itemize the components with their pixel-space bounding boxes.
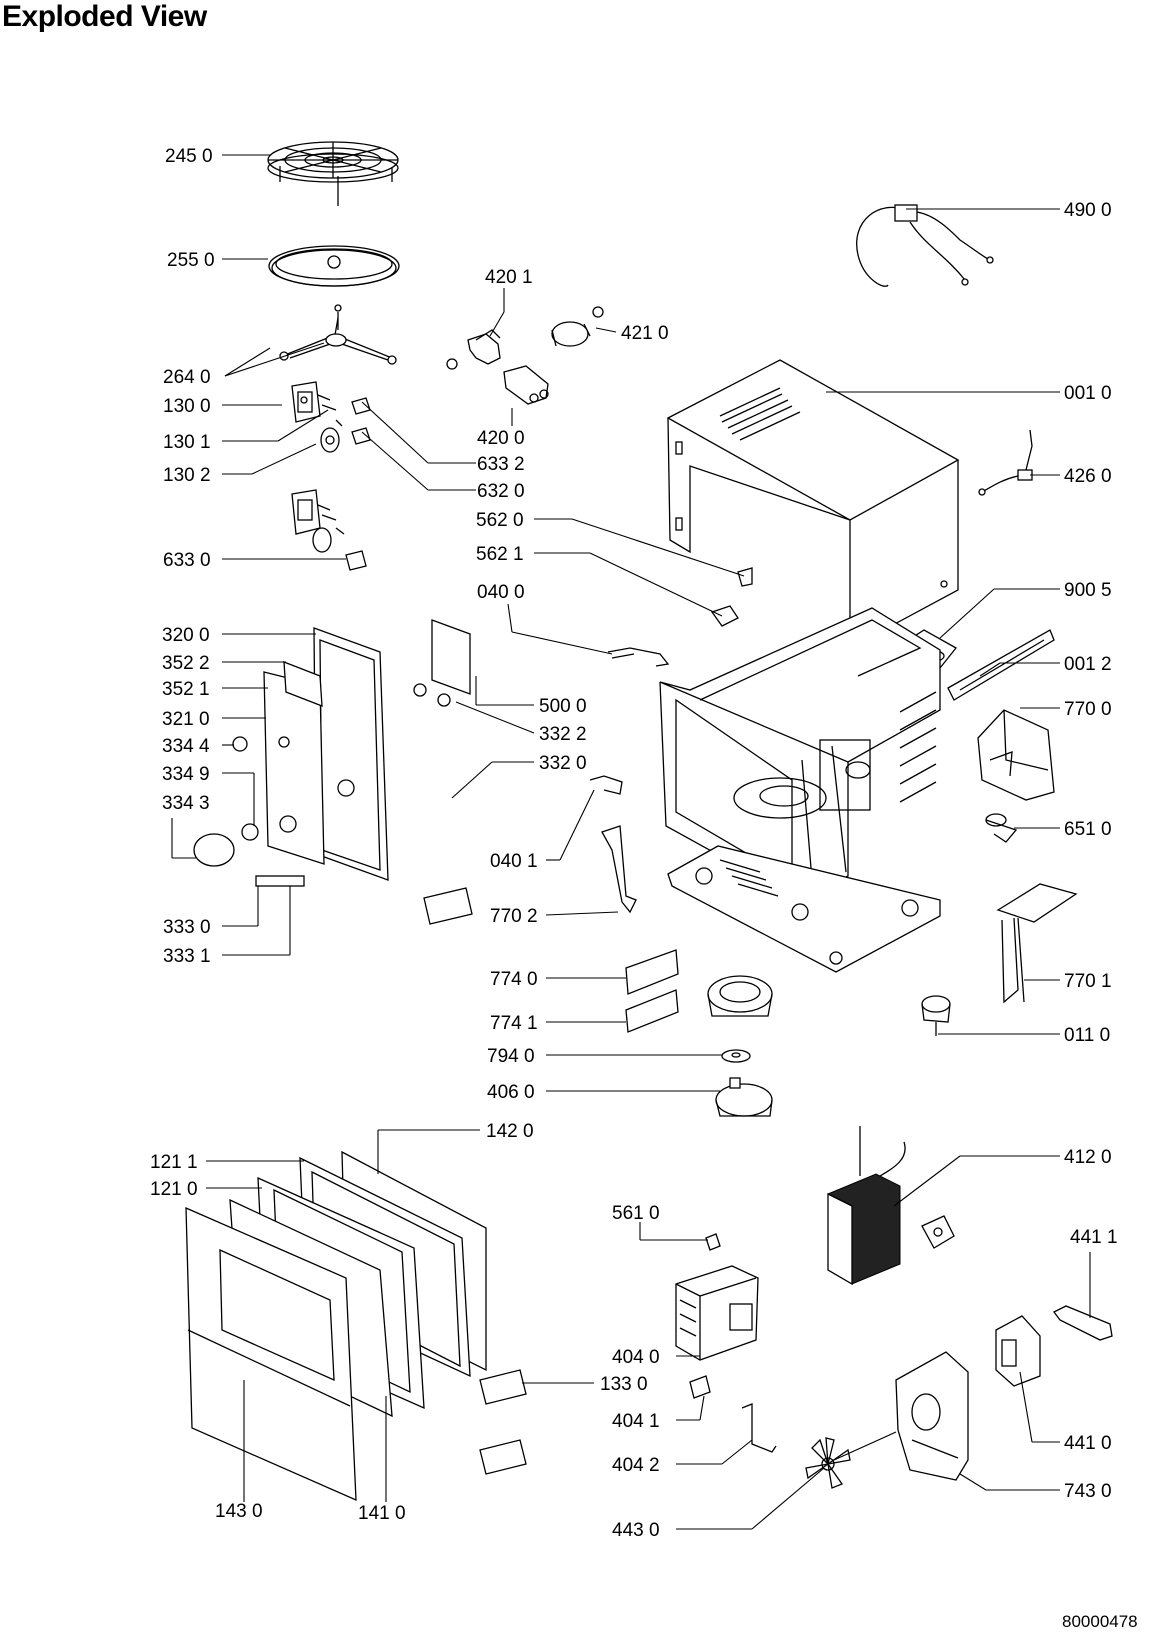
turntable-motor <box>921 995 951 1036</box>
label-562-1: 562 1 <box>476 544 524 565</box>
label-040-1: 040 1 <box>490 851 538 872</box>
label-633-0: 633 0 <box>163 550 211 571</box>
label-334-3: 334 3 <box>162 793 210 814</box>
label-245-0: 245 0 <box>165 146 213 167</box>
label-321-0: 321 0 <box>162 709 210 730</box>
label-633-2: 633 2 <box>477 454 525 475</box>
label-130-0: 130 0 <box>163 396 211 417</box>
label-743-0: 743 0 <box>1064 1481 1112 1502</box>
hv-diode <box>551 306 604 347</box>
base-plate <box>667 845 941 973</box>
cover-panels <box>625 949 679 1033</box>
power-cord <box>856 204 994 287</box>
glass-turntable-plate <box>268 245 400 287</box>
air-duct-cover <box>895 1351 969 1481</box>
roller-support <box>279 304 397 365</box>
outer-cabinet <box>666 359 960 650</box>
label-040-0: 040 0 <box>477 582 525 603</box>
label-443-0: 443 0 <box>612 1520 660 1541</box>
magnetron-parts <box>689 1375 777 1453</box>
temperature-sensor <box>978 429 1033 496</box>
label-130-1: 130 1 <box>163 432 211 453</box>
label-143-0: 143 0 <box>215 1501 263 1522</box>
turntable-coupler <box>707 975 773 1063</box>
label-011-0: 011 0 <box>1064 1025 1110 1046</box>
part-labels: 245 0 255 0 264 0 130 0 130 1 130 2 633 … <box>150 146 1118 1541</box>
capacitor-bracket <box>446 329 501 370</box>
right-support-bracket <box>996 883 1078 1004</box>
label-334-4: 334 4 <box>162 736 210 757</box>
label-441-1: 441 1 <box>1070 1227 1118 1248</box>
control-board <box>413 619 473 925</box>
fan-blade <box>805 1437 851 1489</box>
door-latch <box>479 1369 527 1475</box>
label-562-0: 562 0 <box>476 510 524 531</box>
label-770-2: 770 2 <box>490 906 538 927</box>
door-clips <box>710 567 753 627</box>
label-332-2: 332 2 <box>539 724 587 745</box>
grill-rack <box>267 141 399 206</box>
hv-capacitor <box>503 365 549 405</box>
diagram-title: Exploded View <box>2 0 207 33</box>
label-426-0: 426 0 <box>1064 466 1112 487</box>
label-264-0: 264 0 <box>163 367 211 388</box>
micro-switches <box>345 397 371 571</box>
label-001-2: 001 2 <box>1064 654 1112 675</box>
fan-bracket <box>1053 1305 1113 1341</box>
label-420-0: 420 0 <box>477 428 525 449</box>
label-420-1: 420 1 <box>485 267 533 288</box>
fixing-clip <box>705 1233 721 1251</box>
label-333-1: 333 1 <box>163 946 211 967</box>
label-632-0: 632 0 <box>477 481 525 502</box>
label-255-0: 255 0 <box>167 250 215 271</box>
label-900-5: 900 5 <box>1064 580 1112 601</box>
label-130-2: 130 2 <box>163 465 211 486</box>
label-651-0: 651 0 <box>1064 819 1112 840</box>
door-assembly <box>185 1150 487 1502</box>
label-774-1: 774 1 <box>490 1013 538 1034</box>
label-490-0: 490 0 <box>1064 200 1112 221</box>
magnetron <box>675 1265 759 1361</box>
label-770-1: 770 1 <box>1064 971 1112 992</box>
air-guide-duct <box>977 709 1055 801</box>
drive-motor <box>715 1077 773 1117</box>
label-121-0: 121 0 <box>150 1179 198 1200</box>
leader-lines <box>171 154 1091 1530</box>
label-412-0: 412 0 <box>1064 1147 1112 1168</box>
label-774-0: 774 0 <box>490 969 538 990</box>
label-406-0: 406 0 <box>487 1082 535 1103</box>
control-panel <box>193 627 389 887</box>
label-421-0: 421 0 <box>621 323 669 344</box>
label-352-2: 352 2 <box>162 653 210 674</box>
label-141-0: 141 0 <box>358 1503 406 1524</box>
label-561-0: 561 0 <box>612 1203 660 1224</box>
label-404-1: 404 1 <box>612 1411 660 1432</box>
door-switch-assembly <box>291 381 345 553</box>
label-500-0: 500 0 <box>539 696 587 717</box>
label-133-0: 133 0 <box>600 1374 648 1395</box>
label-001-0: 001 0 <box>1064 383 1112 404</box>
label-794-0: 794 0 <box>487 1046 535 1067</box>
label-352-1: 352 1 <box>162 679 210 700</box>
label-121-1: 121 1 <box>150 1152 198 1173</box>
label-404-2: 404 2 <box>612 1455 660 1476</box>
small-brackets <box>589 775 637 914</box>
label-333-0: 333 0 <box>163 917 211 938</box>
label-142-0: 142 0 <box>486 1121 534 1142</box>
side-rail <box>947 629 1055 701</box>
label-441-0: 441 0 <box>1064 1433 1112 1454</box>
label-320-0: 320 0 <box>162 625 210 646</box>
label-334-9: 334 9 <box>162 764 210 785</box>
fan-motor <box>995 1315 1041 1387</box>
hv-transformer <box>827 1126 955 1286</box>
label-332-0: 332 0 <box>539 753 587 774</box>
oven-lamp <box>985 813 1018 843</box>
document-number: 80000478 <box>1062 1612 1138 1631</box>
label-404-0: 404 0 <box>612 1347 660 1368</box>
label-770-0: 770 0 <box>1064 699 1112 720</box>
mounting-bracket <box>607 647 670 667</box>
